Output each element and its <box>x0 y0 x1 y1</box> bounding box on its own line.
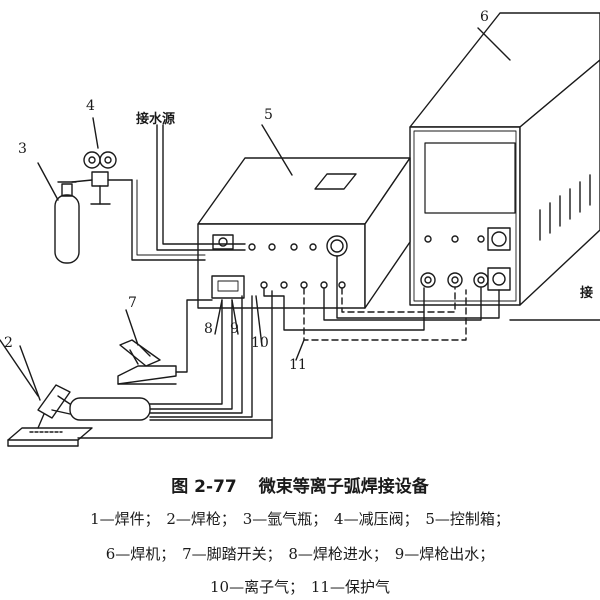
legend-item-9: 9—焊枪出水； <box>394 545 495 563</box>
legend-item-1: 1—焊件； <box>90 510 160 528</box>
legend-item-6: 6—焊机； <box>105 545 176 563</box>
legend-item-11: 11—保护气 <box>310 578 390 596</box>
water-source-label: 接水源 <box>136 112 176 127</box>
control-box <box>197 157 411 309</box>
label-3: 3 <box>18 141 27 157</box>
label-4: 4 <box>86 98 95 114</box>
figure-number: 图 2-77 <box>171 477 237 497</box>
argon-cylinder <box>54 181 80 264</box>
pressure-regulator <box>71 151 133 205</box>
workpiece <box>7 427 93 447</box>
figure-title: 微束等离子弧焊接设备 <box>258 477 429 497</box>
legend-line-2: 6—焊机； 7—脚踏开关； 8—焊枪进水； 9—焊枪出水； <box>0 543 600 564</box>
legend-item-3: 3—氩气瓶； <box>242 510 328 528</box>
legend-line-1: 1—焊件； 2—焊枪； 3—氩气瓶； 4—减压阀； 5—控制箱； <box>0 508 600 529</box>
cut-off-label: 接 <box>580 286 594 301</box>
label-7: 7 <box>128 295 137 311</box>
foot-switch <box>117 339 177 385</box>
label-11: 11 <box>289 357 307 373</box>
legend-item-7: 7—脚踏开关； <box>182 545 282 563</box>
legend-item-5: 5—控制箱； <box>425 510 510 528</box>
plasma-torch <box>0 339 151 429</box>
label-2: 2 <box>4 335 13 351</box>
label-5: 5 <box>264 107 273 123</box>
label-8: 8 <box>204 321 213 337</box>
legend-item-2: 2—焊枪； <box>166 510 236 528</box>
welding-machine <box>409 12 600 306</box>
label-10: 10 <box>251 335 269 351</box>
label-6: 6 <box>480 9 489 25</box>
legend-item-4: 4—减压阀； <box>334 510 419 528</box>
legend-item-10: 10—离子气； <box>210 578 305 596</box>
figure-caption: 图 2-77 微束等离子弧焊接设备 <box>0 472 600 497</box>
legend-line-3: 10—离子气； 11—保护气 <box>0 576 600 597</box>
label-9: 9 <box>230 321 239 337</box>
legend-item-8: 8—焊枪进水； <box>288 545 388 563</box>
